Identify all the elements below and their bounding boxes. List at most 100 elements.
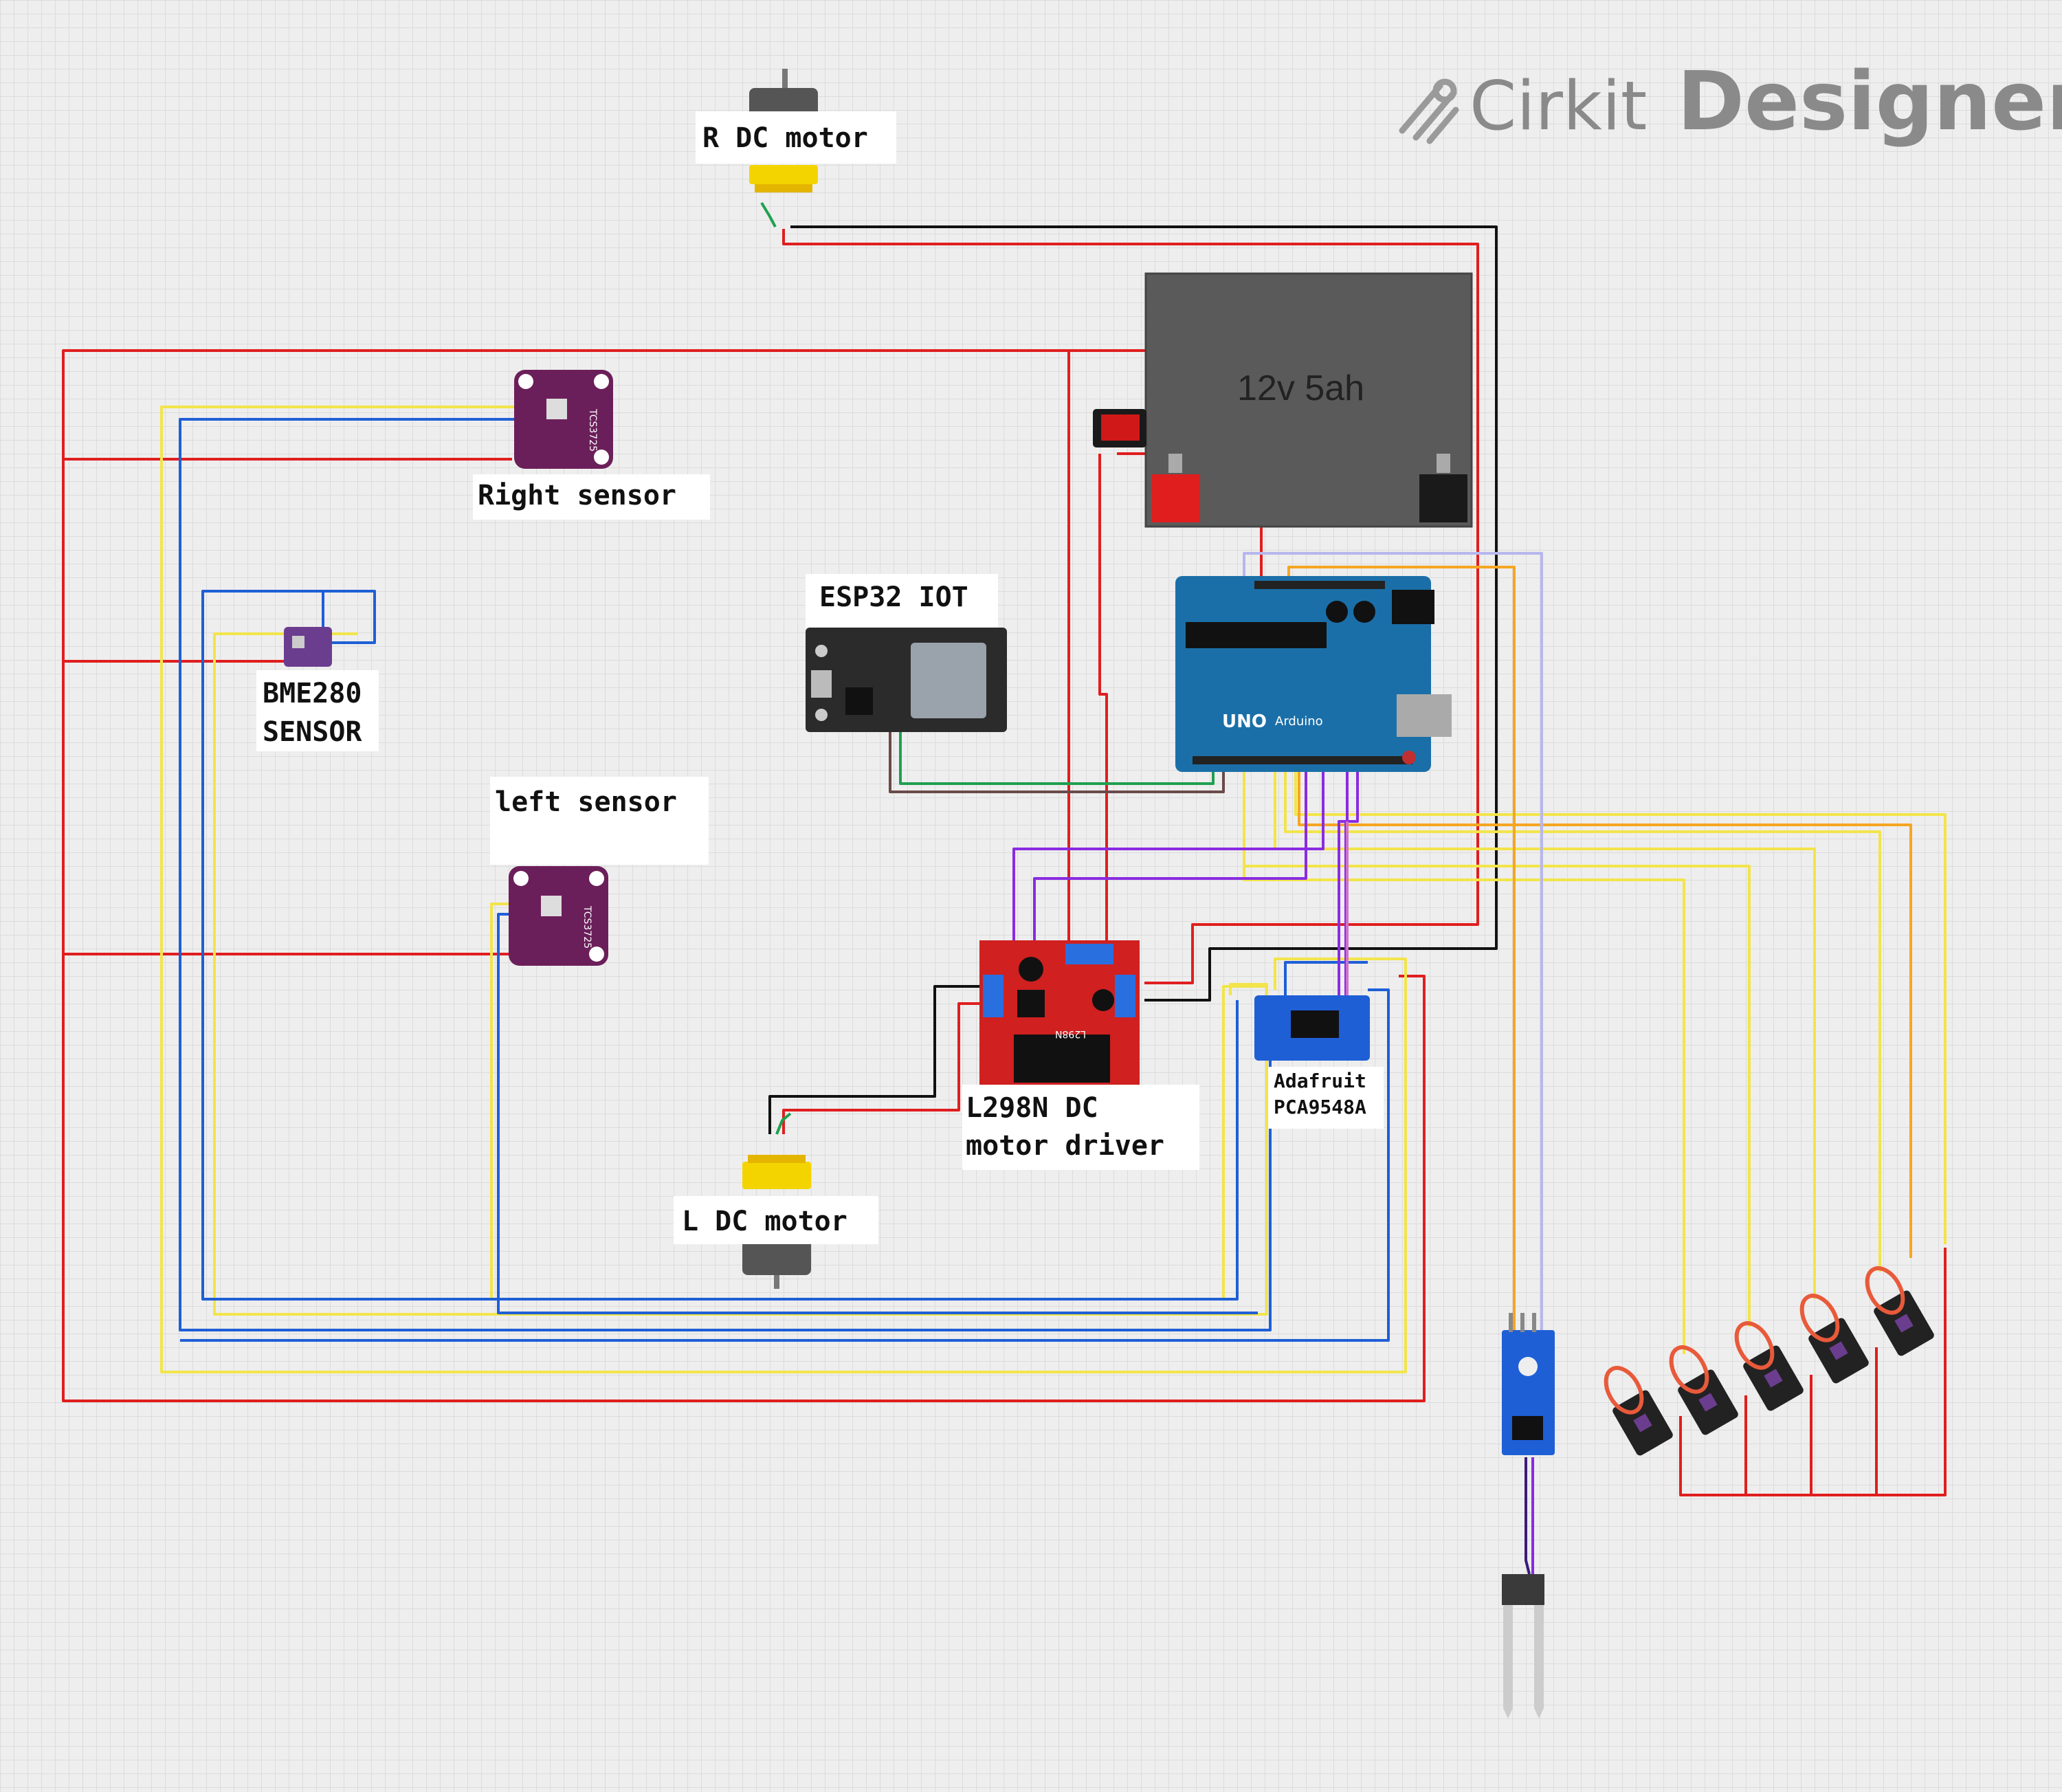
- servo-label: [1829, 1341, 1848, 1360]
- mount-hole: [589, 947, 604, 962]
- wire-brown: [889, 725, 1225, 793]
- bme280-chip: [292, 636, 304, 648]
- boot-button: [815, 645, 828, 657]
- power-jack: [1392, 590, 1434, 624]
- arduino-uno[interactable]: UNO Arduino: [1175, 576, 1452, 772]
- mount-hole: [589, 871, 604, 886]
- left-dc-motor[interactable]: L DC motor: [674, 1155, 878, 1289]
- servo-cable: [1604, 1366, 1644, 1415]
- arduino-brand: Arduino: [1275, 714, 1323, 729]
- left-sensor[interactable]: left sensor TCS3725: [490, 777, 709, 966]
- battery-negative-tab: [1437, 454, 1450, 473]
- wire-purple: [1012, 763, 1324, 947]
- wire-purple: [1338, 763, 1349, 995]
- wires: [62, 201, 1947, 1575]
- left-sensor-label-box: [490, 777, 709, 865]
- sensor-chip: [546, 399, 567, 419]
- right-sensor-label-box: [473, 474, 710, 520]
- wire-yellow: [1274, 763, 1816, 1299]
- l298n-chip-text: L298N: [1055, 1028, 1086, 1039]
- wire-orange: [1298, 763, 1912, 1258]
- header-top: [1254, 581, 1385, 589]
- wire-black: [790, 225, 1498, 1002]
- l298n-label-line1: L298N DC: [966, 1092, 1098, 1124]
- servo-cable: [1734, 1321, 1775, 1370]
- wire-blue: [180, 988, 1390, 1342]
- battery-negative-terminal: [1419, 474, 1467, 522]
- servo-3[interactable]: [1725, 1314, 1805, 1413]
- esp32-label: ESP32 IOT: [819, 582, 968, 613]
- servo-cable: [1799, 1294, 1840, 1342]
- servo-1[interactable]: [1594, 1359, 1674, 1457]
- wire-blue: [497, 913, 1258, 1314]
- mount-hole: [518, 374, 533, 389]
- motor-terminal: [755, 184, 812, 192]
- servo-5[interactable]: [1855, 1259, 1936, 1358]
- motor-gearbox: [749, 165, 818, 184]
- right-dc-motor[interactable]: R DC motor: [696, 69, 896, 192]
- right-sensor[interactable]: TCS3725 Right sensor: [473, 370, 710, 520]
- switch-rocker: [1101, 414, 1140, 441]
- wire-red: [782, 229, 1479, 984]
- sensor-chip: [541, 896, 562, 916]
- bme280-label-box: [256, 670, 379, 751]
- capacitor: [1019, 957, 1043, 982]
- wire-blue: [322, 590, 376, 644]
- brand-designer: Designer: [1677, 54, 2062, 148]
- probe-prong: [1503, 1605, 1513, 1708]
- comparator-chip: [1512, 1416, 1543, 1440]
- esp32-module: [911, 643, 986, 718]
- servo-2[interactable]: [1659, 1338, 1740, 1437]
- rocker-switch[interactable]: [1093, 409, 1146, 447]
- battery[interactable]: 12v 5ah: [1144, 272, 1473, 528]
- motor-terminal: [748, 1155, 806, 1163]
- wire-green: [760, 201, 777, 228]
- pca9548a-mux[interactable]: Adafruit PCA9548A: [1254, 995, 1384, 1129]
- cirkit-logo-icon: [1399, 78, 1459, 144]
- left-sensor-label: left sensor: [495, 786, 677, 818]
- wire-yellow: [1243, 763, 1685, 1354]
- arduino-mcu: [1186, 622, 1327, 648]
- servo-label: [1764, 1369, 1783, 1388]
- servo-cable: [1865, 1266, 1905, 1315]
- out1-terminal: [983, 975, 1004, 1017]
- header-pin: [1509, 1313, 1513, 1332]
- battery-label: 12v 5ah: [1237, 368, 1364, 408]
- wire-yellow: [213, 632, 1268, 1316]
- en-button: [815, 709, 828, 721]
- right-sensor-label: Right sensor: [478, 480, 676, 511]
- brand-cirkit: Cirkit: [1470, 67, 1647, 146]
- mount-hole: [594, 450, 609, 465]
- capacitor: [1326, 601, 1348, 623]
- battery-positive-tab: [1168, 454, 1182, 473]
- usb-port: [811, 670, 832, 698]
- capacitor: [1092, 989, 1114, 1011]
- left-motor-label: L DC motor: [682, 1206, 847, 1237]
- bme280-sensor[interactable]: BME280 SENSOR: [256, 627, 379, 751]
- arduino-logo-text: UNO: [1222, 711, 1267, 732]
- esp32-board[interactable]: ESP32 IOT: [806, 574, 1007, 732]
- wire-blue: [201, 590, 1239, 1301]
- soil-moisture-probe[interactable]: [1502, 1574, 1544, 1718]
- wire-blue: [1284, 961, 1368, 995]
- esp32-chip: [845, 687, 873, 715]
- wire-purple: [1525, 1457, 1531, 1575]
- servo-label: [1633, 1413, 1652, 1433]
- mux-label-box: [1268, 1067, 1384, 1129]
- servo-4[interactable]: [1790, 1287, 1870, 1385]
- probe-head: [1502, 1574, 1544, 1605]
- battery-positive-terminal: [1152, 474, 1200, 522]
- wire-red: [782, 1002, 983, 1134]
- servo-label: [1894, 1314, 1914, 1333]
- soil-moisture-module[interactable]: [1502, 1313, 1555, 1455]
- wire-blue: [179, 418, 1272, 1331]
- sensor-chip-text: TCS3725: [581, 905, 592, 949]
- probe-prong: [1534, 1605, 1544, 1708]
- power-terminal: [1065, 944, 1113, 964]
- wire-yellow: [1284, 763, 1881, 1272]
- wire-purple: [1033, 763, 1307, 947]
- l298n-motor-driver[interactable]: L298N L298N DC motor driver: [962, 940, 1199, 1170]
- mux-label-line1: Adafruit: [1274, 1070, 1366, 1092]
